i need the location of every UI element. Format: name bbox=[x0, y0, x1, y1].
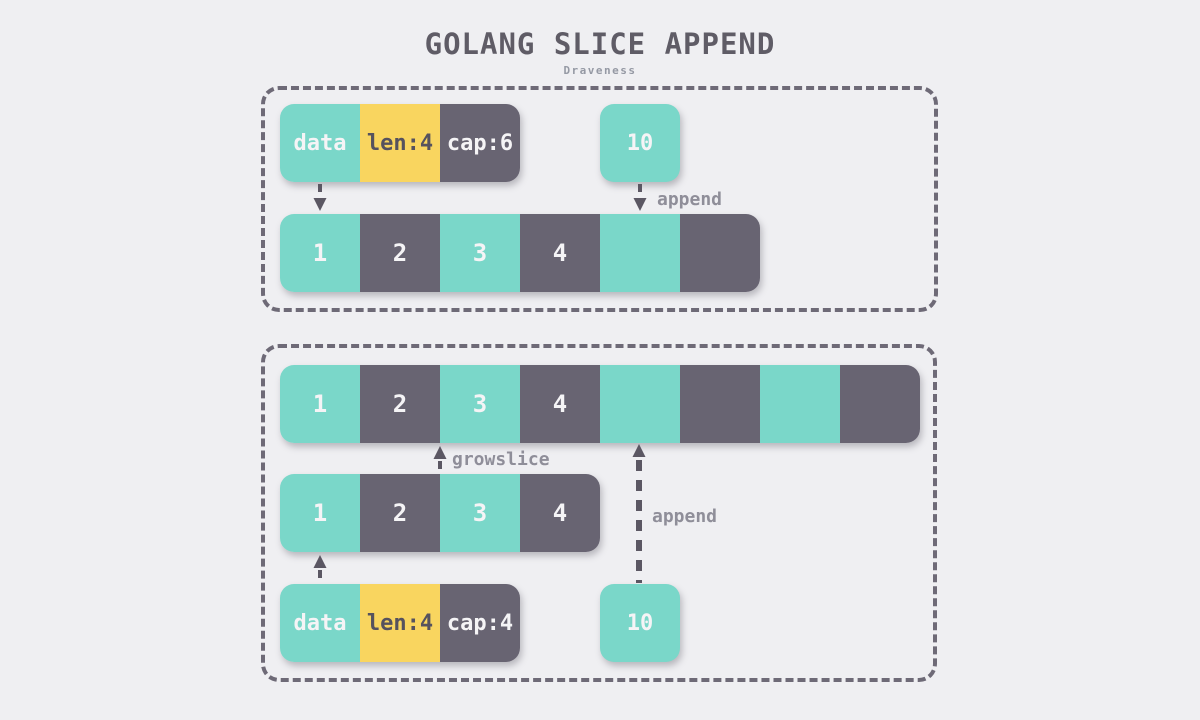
arrow-up-icon bbox=[313, 555, 327, 583]
array-cell: 2 bbox=[360, 214, 440, 292]
step1-panel bbox=[261, 86, 938, 312]
len-segment: len:4 bbox=[360, 104, 440, 182]
array-cell: 2 bbox=[360, 474, 440, 552]
step1-slice-header: data len:4 cap:6 bbox=[280, 104, 520, 182]
arrow-up-icon bbox=[433, 446, 447, 475]
array-cell: 3 bbox=[440, 365, 520, 443]
data-pointer-segment: data bbox=[280, 584, 360, 662]
step1-append-value-box: 10 bbox=[600, 104, 680, 182]
array-cell: 4 bbox=[520, 365, 600, 443]
array-cell bbox=[840, 365, 920, 443]
array-cell: 1 bbox=[280, 365, 360, 443]
step2-slice-header: data len:4 cap:4 bbox=[280, 584, 520, 662]
arrow-down-icon bbox=[633, 184, 647, 211]
array-cell: 3 bbox=[440, 474, 520, 552]
growslice-label: growslice bbox=[452, 449, 550, 470]
step2-append-label: append bbox=[652, 506, 718, 527]
data-pointer-segment: data bbox=[280, 104, 360, 182]
step1-array: 1 2 3 4 bbox=[280, 214, 760, 292]
len-segment: len:4 bbox=[360, 584, 440, 662]
arrow-up-icon bbox=[632, 444, 646, 583]
array-cell bbox=[600, 214, 680, 292]
step2-grown-array: 1 2 3 4 bbox=[280, 365, 920, 443]
array-cell bbox=[680, 365, 760, 443]
array-cell: 2 bbox=[360, 365, 440, 443]
step2-append-value-box: 10 bbox=[600, 584, 680, 662]
array-cell bbox=[680, 214, 760, 292]
step2-old-array: 1 2 3 4 bbox=[280, 474, 600, 552]
array-cell: 4 bbox=[520, 214, 600, 292]
step2-panel bbox=[261, 344, 937, 682]
array-cell: 1 bbox=[280, 474, 360, 552]
array-cell bbox=[760, 365, 840, 443]
step1-append-label: append bbox=[657, 189, 723, 210]
cap-segment: cap:4 bbox=[440, 584, 520, 662]
arrow-down-icon bbox=[313, 184, 327, 211]
array-cell bbox=[600, 365, 680, 443]
array-cell: 3 bbox=[440, 214, 520, 292]
array-cell: 4 bbox=[520, 474, 600, 552]
page-subtitle: Draveness bbox=[563, 64, 637, 77]
cap-segment: cap:6 bbox=[440, 104, 520, 182]
array-cell: 1 bbox=[280, 214, 360, 292]
page-title: GOLANG SLICE APPEND bbox=[424, 27, 776, 61]
